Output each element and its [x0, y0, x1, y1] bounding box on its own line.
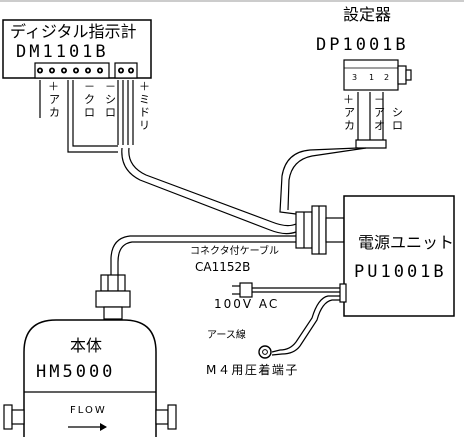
cable-connector: [295, 205, 345, 255]
cable-name: コネクタ付ケーブル: [190, 244, 279, 257]
body-connector: [95, 274, 131, 320]
outlet-flange: [167, 404, 177, 430]
setter-body: [343, 59, 399, 91]
svg-text:カ: カ: [344, 119, 355, 132]
wire-label-4b: ド: [139, 106, 150, 119]
svg-text:ア: ア: [374, 106, 385, 119]
main-body: 本体 HM5000 FLOW: [3, 319, 177, 437]
indicator-name: ディジタル指示計: [10, 22, 137, 41]
wire-label-4a: ミ: [139, 93, 150, 106]
terminal-block-b: [114, 62, 138, 79]
indicator-cable-a: [121, 147, 297, 235]
wire-sign: －: [105, 80, 116, 93]
setter-knob-base: [397, 65, 407, 85]
earth-wire-b: [271, 299, 345, 356]
earth-wire-a: [271, 295, 345, 353]
wire-sign: ＋: [48, 80, 59, 93]
terminal-block-a: [34, 62, 110, 79]
power-unit-cord-bushing: [339, 283, 347, 303]
main-cable-a: [110, 235, 296, 275]
power-unit: 電源ユニット PU1001B: [339, 195, 455, 317]
setter-knob: [405, 69, 412, 81]
svg-text:オ: オ: [374, 119, 385, 132]
setter-cable-a: [279, 147, 359, 215]
main-cable-b: [117, 241, 296, 275]
wire-label-2b: ロ: [84, 106, 95, 119]
main-body-outline: [23, 319, 157, 437]
indicator-wire-2a: [67, 80, 118, 153]
earth-wire-label: アース線: [207, 328, 246, 341]
indicator-terminal-holes: [38, 69, 133, 72]
crimp-terminal-icon: [258, 345, 272, 359]
main-body-name: 本体: [70, 336, 102, 355]
wire-sign: －: [374, 93, 385, 106]
wire-label-2a: ク: [84, 93, 95, 106]
wire-sign: ＋: [343, 93, 354, 106]
svg-text:ア: ア: [344, 106, 355, 119]
wire-label-1a: ア: [49, 93, 60, 106]
power-unit-body: [343, 195, 455, 317]
indicator-cable-b: [128, 147, 297, 227]
wire-label-4c: リ: [139, 119, 150, 132]
setter-model: DP1001B: [316, 35, 409, 55]
power-unit-name: 電源ユニット: [358, 233, 454, 252]
svg-text:シ: シ: [392, 106, 403, 119]
wire-sign: －: [84, 80, 95, 93]
cable-model: CA1152B: [195, 260, 250, 274]
ac-plug: [232, 282, 253, 298]
flow-label: FLOW: [70, 405, 107, 416]
outlet-pipe: [155, 409, 169, 425]
indicator-wire-labels: ＋ ア カ － ク ロ － シ ロ ＋ ミ ド リ: [48, 80, 150, 132]
setter-terminal-3: 3: [352, 73, 357, 82]
indicator-wire-2b: [72, 80, 118, 147]
inlet-pipe: [11, 409, 25, 425]
digital-indicator: ディジタル指示計 DM1101B: [2, 19, 152, 79]
inlet-flange: [3, 404, 13, 430]
indicator-model: DM1101B: [16, 42, 109, 62]
power-unit-model: PU1001B: [354, 262, 447, 282]
wire-sign: ＋: [139, 80, 150, 93]
main-body-model: HM5000: [36, 362, 115, 382]
cables: [39, 80, 387, 356]
setter-terminal-1: 1: [369, 73, 374, 82]
setter-terminal-2: 2: [384, 73, 389, 82]
setter-cable-b: [287, 147, 367, 211]
wire-label-1b: カ: [49, 106, 60, 119]
setter-wire-bundle: [355, 139, 387, 149]
wire-label-3a: シ: [105, 93, 116, 106]
setter: 設定器 DP1001B 3 1 2: [316, 5, 412, 91]
svg-text:ロ: ロ: [392, 119, 403, 132]
setter-wire-labels: ＋ ア カ － ア オ シ ロ: [343, 93, 403, 132]
flow-arrow-head-icon: [100, 423, 107, 431]
wire-label-3b: ロ: [105, 106, 116, 119]
ac-label: 100V AC: [214, 297, 279, 311]
setter-name: 設定器: [343, 5, 391, 24]
crimp-terminal-label: M４用圧着端子: [206, 362, 299, 377]
